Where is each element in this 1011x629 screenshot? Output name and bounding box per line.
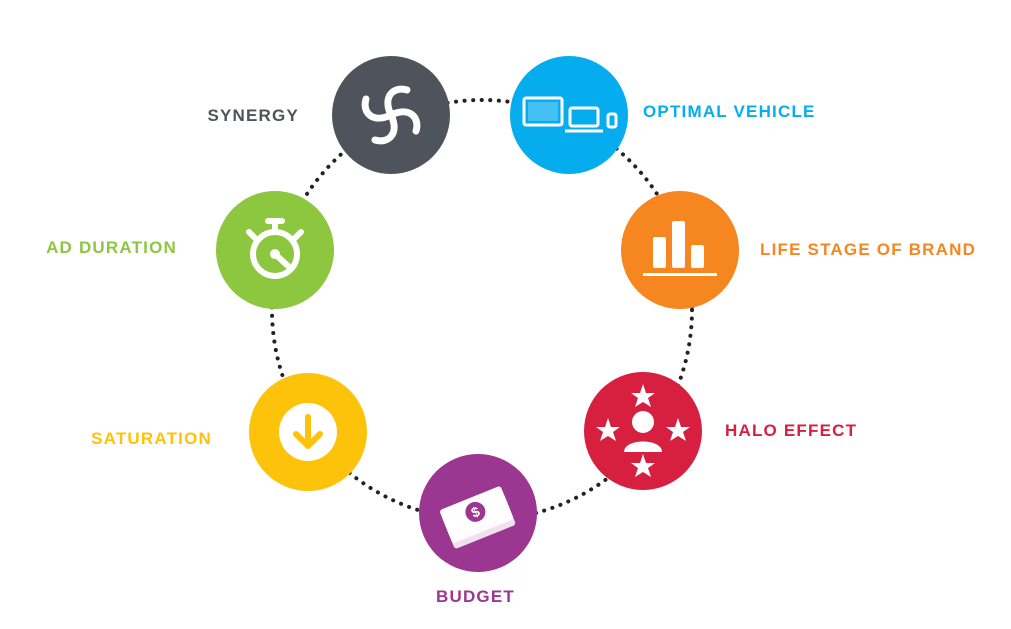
node-ad-duration bbox=[216, 191, 334, 309]
node-budget: $ bbox=[419, 454, 537, 572]
down-arrow-circle-icon bbox=[279, 403, 337, 461]
node-life-stage bbox=[621, 191, 739, 309]
bar-chart-icon bbox=[643, 221, 717, 276]
label-saturation: SATURATION bbox=[91, 429, 212, 448]
label-optimal-vehicle: OPTIMAL VEHICLE bbox=[643, 102, 816, 121]
label-life-stage: LIFE STAGE OF BRAND bbox=[760, 240, 977, 259]
label-synergy: SYNERGY bbox=[207, 106, 299, 125]
node-synergy bbox=[332, 56, 450, 174]
node-optimal-vehicle bbox=[510, 56, 628, 174]
node-halo-effect bbox=[584, 372, 702, 490]
swirl-icon bbox=[361, 85, 421, 145]
label-ad-duration: AD DURATION bbox=[46, 238, 177, 257]
devices-icon bbox=[522, 96, 618, 133]
label-halo-effect: HALO EFFECT bbox=[725, 421, 858, 440]
stopwatch-icon bbox=[246, 218, 304, 279]
star-person-icon bbox=[596, 384, 690, 477]
node-saturation bbox=[249, 373, 367, 491]
label-budget: BUDGET bbox=[436, 587, 515, 606]
money-stack-icon: $ bbox=[440, 486, 516, 549]
